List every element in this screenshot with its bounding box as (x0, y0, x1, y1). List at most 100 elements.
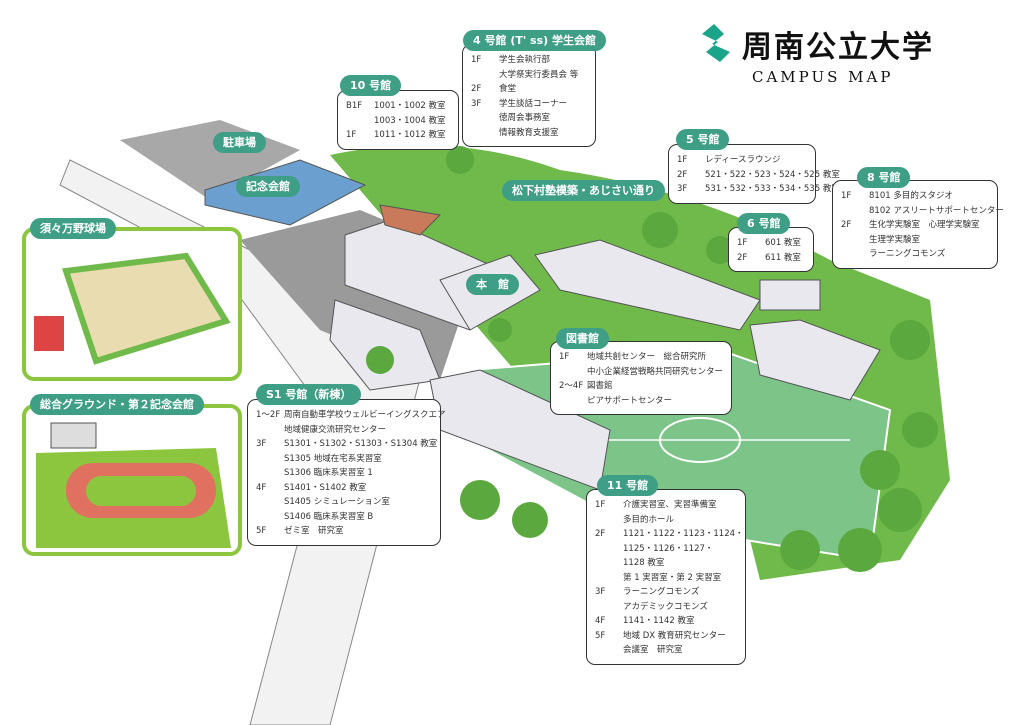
floor-row: 生理学実験室 (841, 233, 989, 248)
floor-label (346, 114, 374, 129)
floor-row: アカデミックコモンズ (595, 600, 737, 615)
floor-row: 2F 521・522・523・524・525 教室 (677, 168, 840, 183)
floor-label: 2F (737, 252, 748, 263)
floor-label (595, 571, 623, 586)
floor-label (471, 126, 499, 141)
floor-row: 情報教育支援室 (471, 126, 587, 141)
label-building-s1[interactable]: S1 号館（新棟） (256, 384, 362, 405)
floor-row: S1406 臨床系実習室 B (256, 510, 432, 525)
floor-rooms: 介護実習室、実習準備室 (623, 500, 717, 510)
floor-row: 1F 介護実習室、実習準備室 (595, 498, 737, 513)
floor-label: 1F (737, 238, 748, 248)
label-memorial-hall[interactable]: 記念会館 (236, 176, 300, 197)
floor-rooms: 地域共創センター 総合研究所 (587, 352, 707, 362)
floor-rooms: 601 教室 (765, 238, 801, 248)
floor-rooms: 1001・1002 教室 (374, 101, 446, 111)
floor-row: 2F 食堂 (471, 82, 587, 97)
floor-label: 2F (677, 169, 688, 180)
floor-row: 8102 アスリートサポートセンター (841, 204, 1004, 219)
floor-row: 中小企業経営戦略共同研究センター (559, 365, 723, 380)
floor-row: 多目的ホール (595, 513, 737, 528)
floor-rooms: 徳周会事務室 (499, 113, 551, 123)
floor-rooms: レディースラウンジ (705, 155, 781, 165)
label-shokasonjuku[interactable]: 松下村塾模築・あじさい通り (502, 180, 665, 201)
floor-rooms: ピアサポートセンター (587, 395, 673, 406)
floor-rooms: 8101 多目的スタジオ (869, 191, 953, 201)
floor-label (595, 600, 623, 615)
floor-label: 2F (595, 529, 606, 539)
floor-label: 1F (677, 155, 688, 165)
label-library[interactable]: 図書館 (556, 328, 609, 349)
floor-label (595, 643, 623, 658)
floor-row: B1F 1001・1002 教室 (346, 99, 450, 114)
floor-rooms: ゼミ室 研究室 (284, 526, 344, 536)
label-baseball-field[interactable]: 須々万野球場 (30, 218, 116, 239)
floor-label (256, 423, 284, 438)
floor-label: 3F (677, 184, 688, 194)
label-building-8[interactable]: 8 号館 (857, 167, 911, 188)
floor-label (841, 204, 869, 219)
label-building-6[interactable]: 6 号館 (737, 213, 791, 234)
floor-label: 2～4F (559, 381, 584, 391)
floor-rooms: 1125・1126・1127・ (623, 543, 714, 554)
floor-rooms: 周南自動車学校ウェルビーイングスクエア (284, 410, 446, 420)
floor-label (256, 452, 284, 467)
floor-label (471, 111, 499, 126)
floor-rooms: 地域 DX 教育研究センター (623, 630, 726, 641)
inset-general-ground (22, 404, 242, 556)
floor-label (256, 495, 284, 510)
floor-row: ラーニングコモンズ (841, 247, 989, 262)
label-building-4[interactable]: 4 号館 (T' ss) 学生会館 (463, 30, 606, 51)
floor-rooms: アカデミックコモンズ (623, 601, 708, 612)
label-parking[interactable]: 駐車場 (213, 132, 266, 153)
floor-label: 2F (471, 84, 482, 94)
floor-label: 3F (256, 439, 267, 449)
university-logo: 周南公立大学 CAMPUS MAP (700, 22, 932, 86)
label-general-ground[interactable]: 総合グラウンド・第２記念会館 (30, 394, 204, 415)
floor-row: 1128 教室 (595, 556, 737, 571)
floor-rooms: 1003・1004 教室 (374, 115, 446, 126)
floor-rooms: 多目的ホール (623, 514, 675, 525)
floor-rooms: 1128 教室 (623, 558, 665, 568)
floor-rooms: 食堂 (499, 84, 517, 94)
floor-row: 大学祭実行委員会 等 (471, 68, 587, 83)
ground-illustration (36, 422, 231, 548)
floor-row: 1F 地域共創センター 総合研究所 (559, 350, 723, 365)
floor-row: ピアサポートセンター (559, 394, 723, 409)
floor-label: 1F (559, 352, 570, 362)
floor-label: B1F (346, 101, 363, 111)
baseball-field-illustration (34, 252, 231, 365)
campus-map-title: CAMPUS MAP (752, 68, 894, 86)
floor-label (841, 247, 869, 262)
floor-rooms: 8102 アスリートサポートセンター (869, 205, 1004, 216)
floor-label: 4F (256, 482, 267, 493)
floor-row: 地域健康交流研究センター (256, 423, 432, 438)
floor-rooms: 大学祭実行委員会 等 (499, 69, 579, 80)
label-building-10[interactable]: 10 号館 (340, 75, 402, 96)
floor-label: 1～2F (256, 410, 281, 420)
floor-rooms: 521・522・523・524・525 教室 (705, 169, 840, 180)
floor-row: 1F レディースラウンジ (677, 153, 807, 168)
label-main-building[interactable]: 本 館 (466, 274, 519, 295)
floor-label (559, 365, 587, 380)
floor-label (595, 556, 623, 571)
floor-rooms: 情報教育支援室 (499, 127, 559, 138)
label-building-11[interactable]: 11 号館 (597, 475, 659, 496)
label-building-5[interactable]: 5 号館 (676, 129, 730, 150)
floor-label: 1F (595, 500, 606, 510)
floor-label: 2F (841, 220, 852, 230)
floor-rooms: S1306 臨床系実習室 1 (284, 468, 373, 478)
